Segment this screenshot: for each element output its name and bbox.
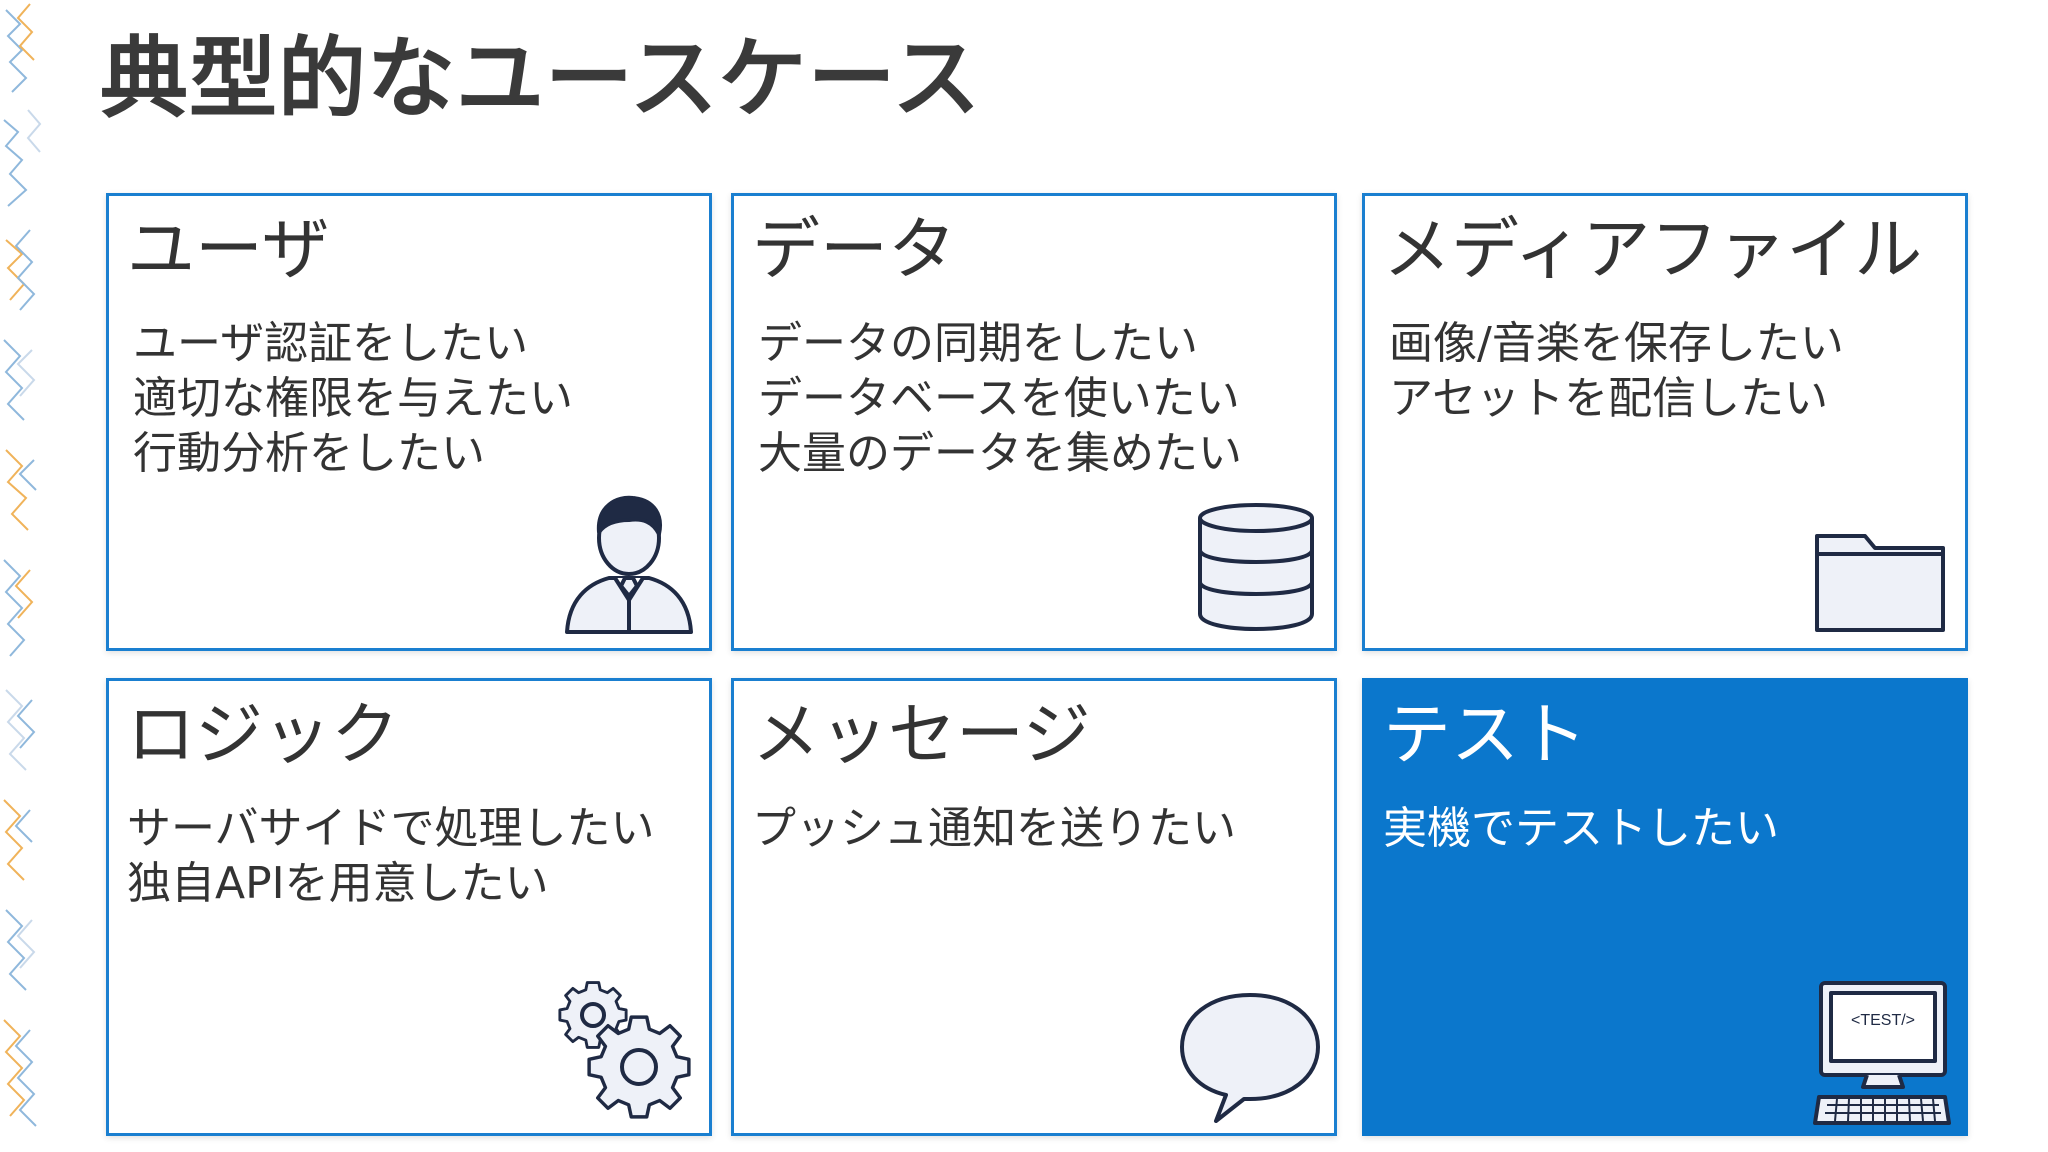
card-description-line: 適切な権限を与えたい <box>133 373 573 424</box>
card-description-list: データの同期をしたい データベースを使いたい 大量のデータを集めたい <box>758 316 1242 481</box>
card-description-list: 実機でテストしたい <box>1383 801 1779 856</box>
card-description-line: ユーザ認証をしたい <box>133 318 529 369</box>
card-description-line: サーバサイドで処理したい <box>127 803 655 854</box>
speech-bubble-icon <box>1178 989 1324 1127</box>
card-description-list: 画像/音楽を保存したい アセットを配信したい <box>1389 316 1844 426</box>
use-case-card-test: テスト 実機でテストしたい <TEST/> <box>1362 678 1968 1136</box>
card-description-line: プッシュ通知を送りたい <box>752 803 1236 854</box>
use-case-card-logic: ロジック サーバサイドで処理したい 独自APIを用意したい <box>106 678 712 1136</box>
slide-title: 典型的なユースケース <box>100 27 982 130</box>
use-case-card-data: データ データの同期をしたい データベースを使いたい 大量のデータを集めたい <box>731 193 1337 651</box>
card-title: メディアファイル <box>1383 211 1923 290</box>
card-description-line: アセットを配信したい <box>1389 373 1829 424</box>
card-description-line: 画像/音楽を保存したい <box>1389 318 1844 369</box>
folder-icon <box>1813 524 1947 634</box>
card-title: データ <box>752 211 957 290</box>
use-case-card-message: メッセージ プッシュ通知を送りたい <box>731 678 1337 1136</box>
card-description-line: 大量のデータを集めたい <box>758 428 1242 479</box>
test-screen-label: <TEST/> <box>1851 1012 1915 1029</box>
card-title: テスト <box>1383 696 1588 775</box>
database-icon <box>1196 502 1316 634</box>
card-title: ロジック <box>127 696 400 775</box>
use-case-card-media-files: メディアファイル 画像/音楽を保存したい アセットを配信したい <box>1362 193 1968 651</box>
card-description-line: 独自APIを用意したい <box>127 858 549 909</box>
left-decorative-pattern <box>0 0 46 1152</box>
card-description-list: ユーザ認証をしたい 適切な権限を与えたい 行動分析をしたい <box>133 316 573 481</box>
card-description-line: データの同期をしたい <box>758 318 1198 369</box>
card-description-line: データベースを使いたい <box>758 373 1240 424</box>
card-title: ユーザ <box>127 211 330 290</box>
card-title: メッセージ <box>752 696 1091 775</box>
card-description-list: サーバサイドで処理したい 独自APIを用意したい <box>127 801 655 911</box>
card-description-list: プッシュ通知を送りたい <box>752 801 1236 856</box>
card-description-line: 行動分析をしたい <box>133 428 485 479</box>
use-case-card-user: ユーザ ユーザ認証をしたい 適切な権限を与えたい 行動分析をしたい <box>106 193 712 651</box>
test-computer-icon: <TEST/> <box>1811 979 1951 1129</box>
card-description-line: 実機でテストしたい <box>1383 803 1779 854</box>
user-icon <box>563 488 695 636</box>
gears-icon <box>547 975 697 1125</box>
